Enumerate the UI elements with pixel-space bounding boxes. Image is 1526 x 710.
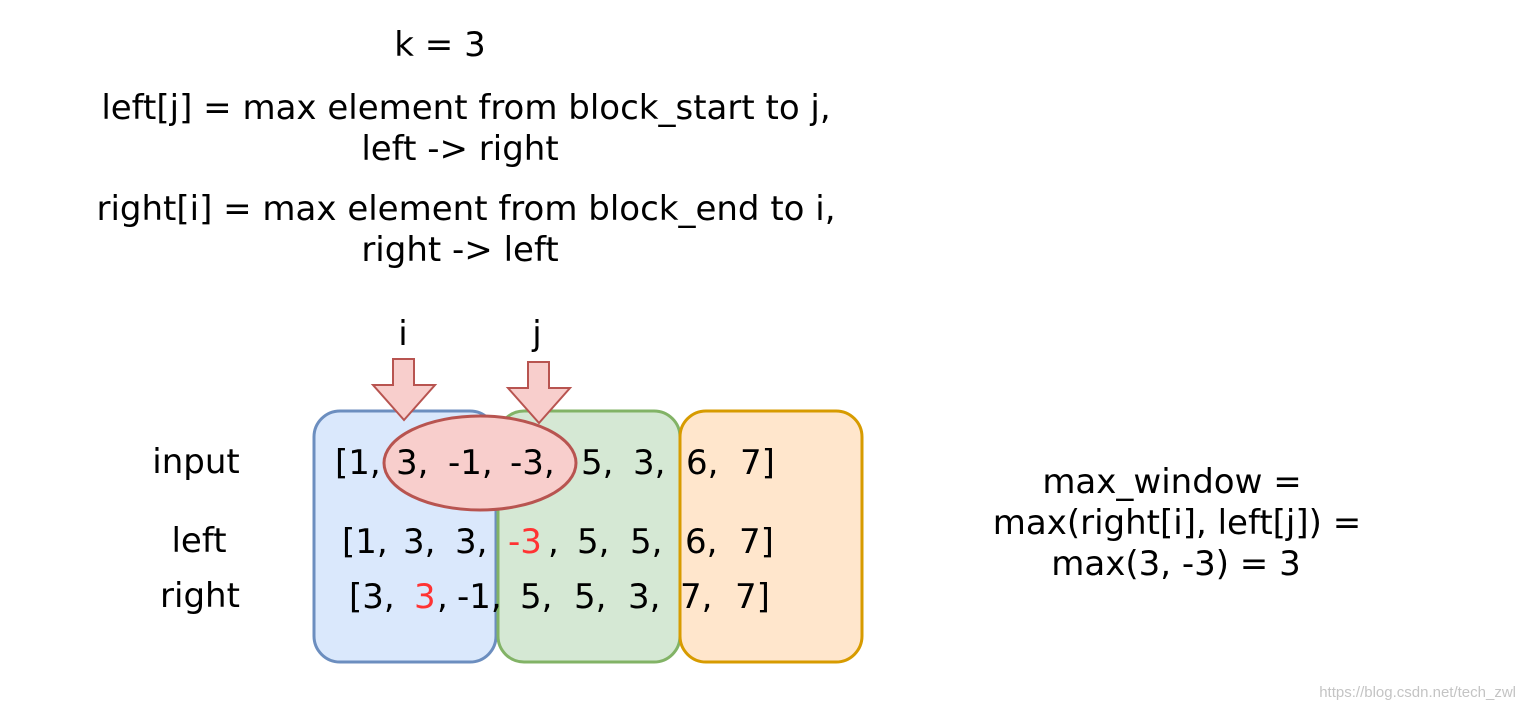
right-row: [3, 3 , -1, 5, 5, 3, 7, 7] [349,577,770,617]
array-value: 5, [574,577,606,617]
array-value: , [437,577,448,617]
array-value: 7] [739,522,774,562]
array-value: 6, [685,522,717,562]
array-value: , [548,522,559,562]
formula-line1: max_window = [1042,462,1301,502]
left-row: [1, 3, 3, -3 , 5, 5, 6, 7] [342,522,774,562]
k-value-text: k = 3 [394,25,485,65]
row-label-input: input [152,442,239,482]
array-value: 3, [396,443,428,483]
array-value: [1, [335,443,381,483]
array-value: 6, [686,443,718,483]
array-value: 3, [403,522,435,562]
array-value: 3, [628,577,660,617]
array-value: [1, [342,522,388,562]
highlighted-value: 3 [414,577,436,617]
pointer-i-label: i [398,314,407,354]
formula-line2: max(right[i], left[j]) = [993,503,1361,543]
right-definition-line2: right -> left [361,230,558,270]
array-value: 7, [680,577,712,617]
array-value: 5, [581,443,613,483]
array-value: -1, [457,577,502,617]
array-value: 3, [455,522,487,562]
array-value: [3, [349,577,395,617]
pointer-j-arrow [505,361,573,425]
array-value: 5, [630,522,662,562]
array-value: 7] [740,443,775,483]
left-definition-line1: left[j] = max element from block_start t… [101,88,830,128]
watermark: https://blog.csdn.net/tech_zwl [1319,684,1516,701]
array-value: -3, [510,443,555,483]
row-label-left: left [171,521,226,561]
array-value: 5, [577,522,609,562]
window-ellipse [382,414,578,512]
input-row: [1, 3, -1, -3, 5, 3, 6, 7] [335,443,775,483]
highlighted-value: -3 [508,522,542,562]
array-value: 7] [735,577,770,617]
array-value: 3, [633,443,665,483]
left-definition-line2: left -> right [361,129,558,169]
array-value: -1, [448,443,493,483]
row-label-right: right [160,576,240,616]
pointer-j-label: j [531,314,541,354]
right-definition-line1: right[i] = max element from block_end to… [96,189,835,229]
formula-line3: max(3, -3) = 3 [1051,544,1301,584]
pointer-i-arrow [370,358,438,422]
array-value: 5, [520,577,552,617]
block-3 [678,409,864,664]
